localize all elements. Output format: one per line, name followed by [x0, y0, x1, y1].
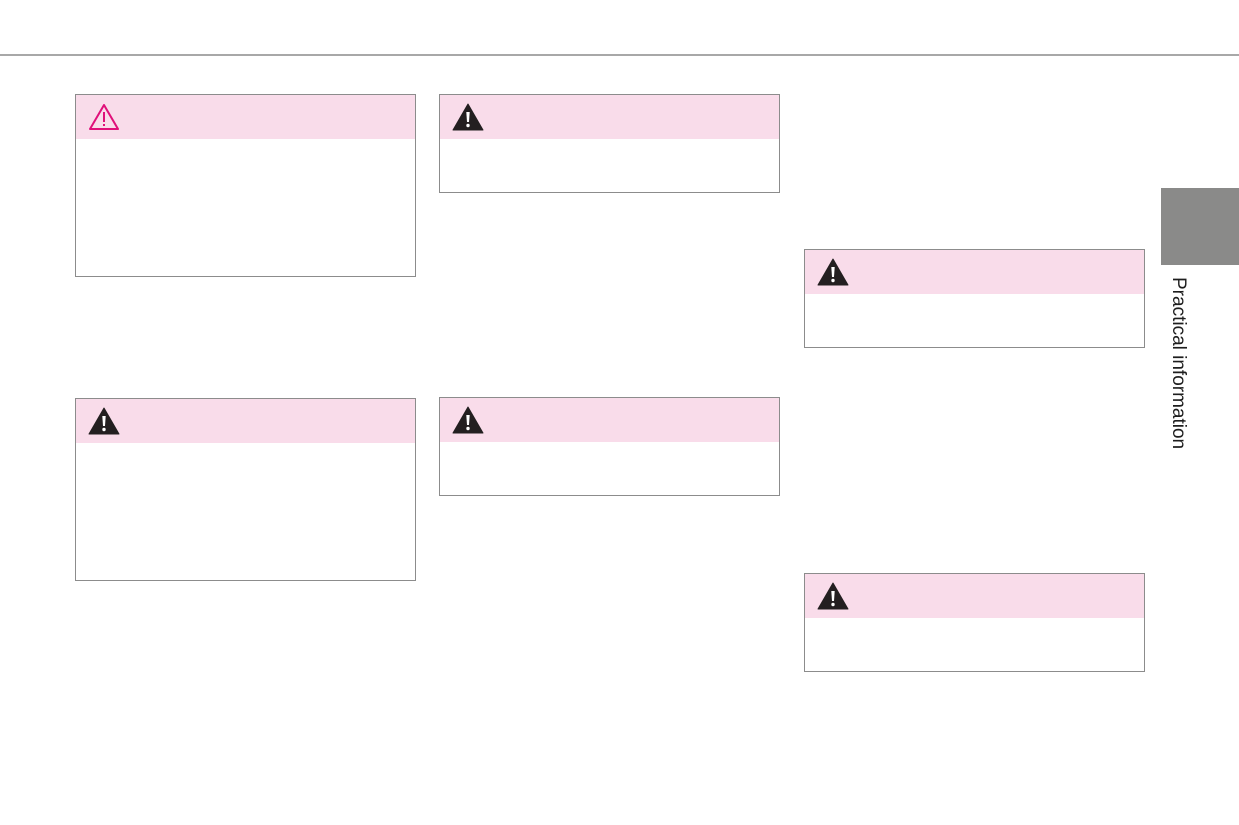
warning-header [440, 95, 779, 139]
header-rule [0, 54, 1239, 56]
section-tab-label: Practical information [1168, 277, 1189, 450]
section-tab [1161, 188, 1239, 265]
warning-box [75, 94, 416, 277]
warning-box [75, 398, 416, 581]
warning-triangle-icon [817, 581, 849, 611]
warning-box [439, 397, 780, 496]
warning-header [805, 574, 1144, 618]
warning-header [440, 398, 779, 442]
warning-header [76, 95, 415, 139]
warning-box [439, 94, 780, 193]
warning-box [804, 573, 1145, 672]
warning-triangle-outline-icon [88, 102, 120, 132]
warning-triangle-icon [817, 257, 849, 287]
warning-box [804, 249, 1145, 348]
warning-header [76, 399, 415, 443]
warning-triangle-icon [88, 406, 120, 436]
warning-header [805, 250, 1144, 294]
warning-triangle-icon [452, 405, 484, 435]
warning-triangle-icon [452, 102, 484, 132]
section-tab-label-container: Practical information [1163, 277, 1193, 477]
